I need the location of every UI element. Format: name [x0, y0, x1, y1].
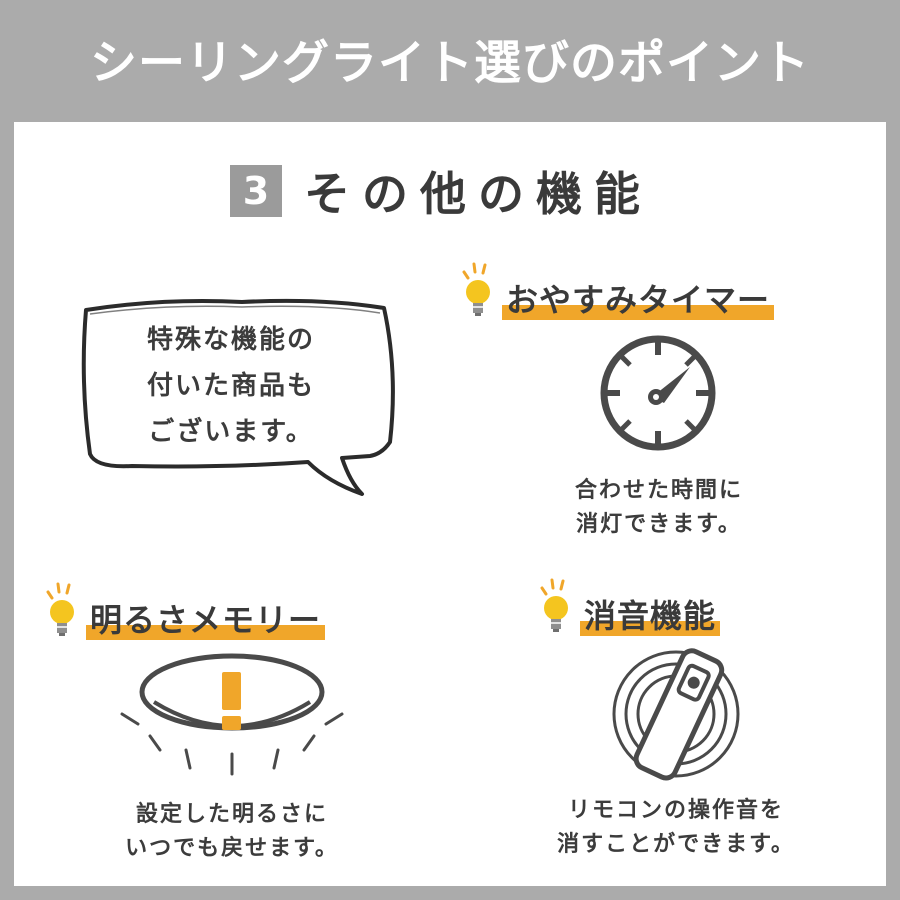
- ceiling-light-icon: [120, 653, 344, 776]
- feature-title-text: 明るさメモリー: [86, 600, 326, 640]
- lightbulb-icon: [46, 582, 74, 636]
- desc-line: 合わせた時間に: [574, 478, 743, 503]
- bubble-text: 特殊な機能の 付いた商品も ございます。: [106, 317, 356, 455]
- feature-desc-memory: 設定した明るさに いつでも戻せます。: [102, 798, 362, 866]
- lightbulb-icon: [462, 262, 490, 316]
- desc-line: 設定した明るさに: [135, 802, 328, 827]
- section-number-badge: 3: [230, 165, 282, 217]
- desc-line: 消灯できます。: [576, 512, 742, 537]
- lightbulb-icon: [540, 578, 568, 632]
- page-title: シーリングライト選びのポイント: [90, 35, 810, 91]
- stopwatch-icon: [600, 335, 716, 451]
- content-panel: 3 その他の機能 特殊な機能の 付いた商品も ございます。 おやすみタイマー: [14, 122, 886, 886]
- feature-title-text: 消音機能: [580, 596, 721, 636]
- speech-bubble: [81, 298, 395, 496]
- desc-line: 消すことができます。: [557, 832, 795, 857]
- bubble-line: 特殊な機能の: [146, 325, 315, 355]
- feature-title-memory: 明るさメモリー: [40, 580, 326, 640]
- feature-desc-mute: リモコンの操作音を 消すことができます。: [526, 794, 826, 862]
- bubble-line: 付いた商品も: [146, 371, 315, 401]
- feature-title-text: おやすみタイマー: [502, 280, 775, 320]
- remote-control-icon: [612, 648, 740, 781]
- bubble-line: ございます。: [148, 417, 314, 447]
- desc-line: リモコンの操作音を: [567, 798, 784, 823]
- feature-desc-timer: 合わせた時間に 消灯できます。: [544, 474, 774, 542]
- header-banner: シーリングライト選びのポイント: [0, 0, 900, 122]
- desc-line: いつでも戻せます。: [125, 836, 339, 861]
- section-title: その他の機能: [304, 167, 652, 221]
- section-heading: 3 その他の機能: [230, 158, 652, 224]
- feature-title-timer: おやすみタイマー: [456, 260, 775, 320]
- feature-title-mute: 消音機能: [534, 576, 721, 636]
